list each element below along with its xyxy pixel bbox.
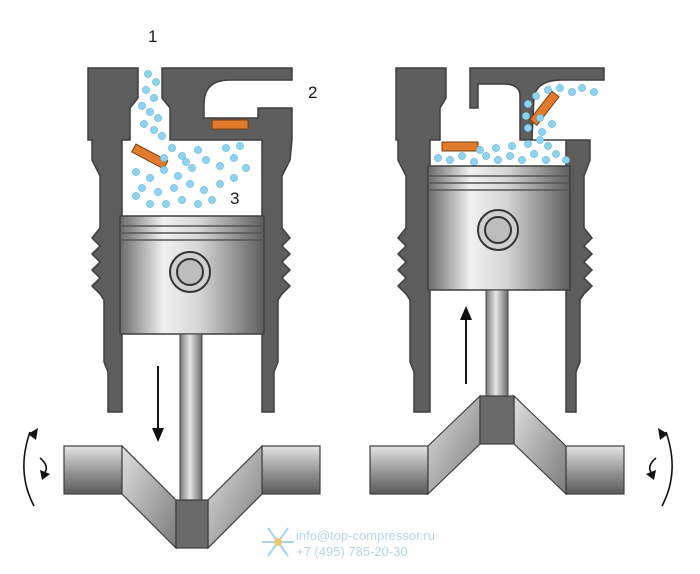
piston-left (119, 215, 265, 335)
intake-valve-left (131, 143, 169, 170)
label-inlet-port: 1 (148, 27, 157, 46)
cylinder-left (23, 67, 321, 550)
connecting-rod-right (485, 289, 509, 401)
cylinder-housing-left (87, 67, 139, 413)
crankshaft-left (63, 444, 321, 550)
cylinder-housing-right-right (469, 67, 605, 413)
cylinder-housing-right (395, 67, 447, 413)
snowflake-logo-icon (262, 527, 294, 557)
down-arrow-icon (152, 366, 164, 442)
piston-right (427, 165, 571, 291)
connecting-rod-left (179, 333, 203, 503)
rotation-cw-icon (646, 428, 673, 507)
watermark-phone: +7 (495) 785-20-30 (296, 544, 408, 559)
rotation-ccw-icon (23, 428, 50, 507)
label-outlet-port: 2 (308, 83, 317, 102)
watermark-email: info@top-compressor.ru (296, 528, 435, 543)
watermark: info@top-compressor.ru +7 (495) 785-20-3… (262, 527, 435, 559)
gas-bubbles-right (434, 84, 598, 166)
intake-valve-right (441, 141, 479, 152)
cylinder-housing-left-right (161, 67, 293, 413)
label-cylinder-chamber: 3 (230, 189, 239, 208)
crankshaft-right (369, 394, 625, 496)
gas-bubbles-left (132, 70, 250, 208)
outlet-valve-left (211, 119, 249, 130)
up-arrow-icon (460, 306, 472, 384)
cylinder-right (369, 67, 673, 507)
